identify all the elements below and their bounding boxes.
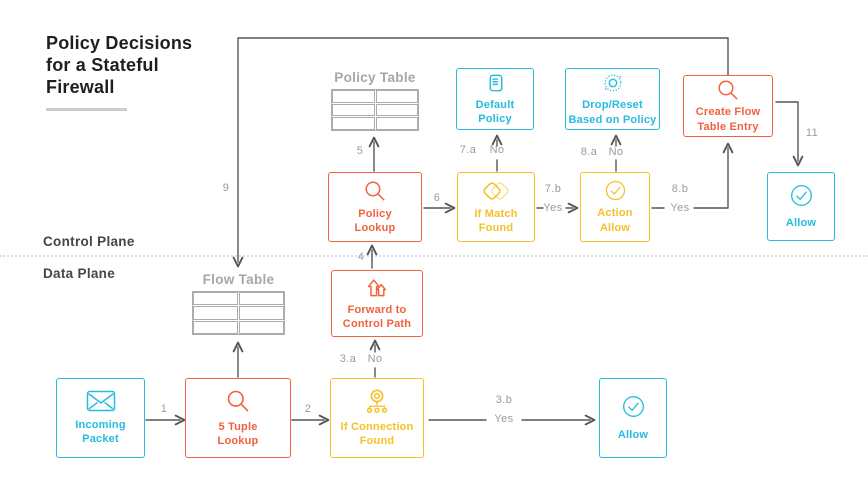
policy-table-graphic xyxy=(331,89,419,131)
policy-scroll-icon xyxy=(484,72,507,95)
edge-label-step-9: 9 xyxy=(222,182,230,194)
node-allow-data-plane: Allow xyxy=(599,378,667,458)
table-cell xyxy=(332,103,375,117)
node-drop-reset-label: Drop/Reset Based on Policy xyxy=(568,99,657,126)
edge-label-step-5: 5 xyxy=(356,145,364,157)
node-action-allow: Action Allow xyxy=(580,172,650,242)
node-action-allow-label: Action Allow xyxy=(597,207,633,234)
node-incoming-packet: Incoming Packet xyxy=(56,378,145,458)
node-forward-to-control-path-label: Forward to Control Path xyxy=(342,303,412,330)
table-cell xyxy=(239,306,284,320)
magnifier-icon xyxy=(716,78,740,102)
node-allow-control-plane-label: Allow xyxy=(785,216,817,229)
edge-label-step-8a: 8.a xyxy=(580,146,598,158)
node-if-match-found: If Match Found xyxy=(457,172,535,242)
flow-table-graphic xyxy=(192,291,285,335)
edge-label-step-8a-no: No xyxy=(608,146,624,158)
table-cell xyxy=(193,306,238,320)
magnifier-icon xyxy=(363,179,387,203)
edge-label-step-3a: 3.a xyxy=(339,353,357,365)
edge-label-step-6: 6 xyxy=(433,192,441,204)
edge-label-step-7b-yes: Yes xyxy=(543,202,563,214)
title-underline xyxy=(46,108,127,111)
magnifier-icon xyxy=(225,388,251,414)
check-circle-icon xyxy=(604,179,627,202)
node-default-policy-label: Default Policy xyxy=(475,98,515,125)
edge-9-arrow xyxy=(232,37,729,268)
check-circle-icon xyxy=(789,183,814,208)
policy-table-label: Policy Table xyxy=(334,70,416,85)
node-if-match-found-label: If Match Found xyxy=(474,207,518,234)
page-title: Policy Decisions for a Stateful Firewall xyxy=(46,33,193,97)
edge-label-step-1: 1 xyxy=(160,403,168,415)
envelope-icon xyxy=(86,390,116,412)
table-cell xyxy=(375,90,418,103)
flow-table-label: Flow Table xyxy=(202,272,275,287)
plane-divider xyxy=(0,255,868,257)
data-plane-label: Data Plane xyxy=(43,266,116,281)
table-cell xyxy=(375,103,418,117)
node-five-tuple-lookup-label: 5 Tuple Lookup xyxy=(217,420,259,447)
table-cell xyxy=(332,90,375,103)
edge-label-step-7b: 7.b xyxy=(544,183,562,195)
edge-label-step-7a-no: No xyxy=(489,144,505,156)
table-cell xyxy=(332,117,375,130)
node-allow-control-plane: Allow xyxy=(767,172,835,241)
edge-label-step-3a-no: No xyxy=(367,353,383,365)
reset-circle-icon xyxy=(601,71,625,95)
table-cell xyxy=(375,117,418,130)
policy-table: Policy Table xyxy=(331,70,419,131)
edge-label-step-3b: 3.b xyxy=(495,394,513,406)
table-cell xyxy=(193,320,238,334)
node-incoming-packet-label: Incoming Packet xyxy=(75,418,126,445)
node-if-connection-found: If Connection Found xyxy=(330,378,424,458)
node-default-policy: Default Policy xyxy=(456,68,534,130)
control-plane-label: Control Plane xyxy=(43,234,135,249)
node-drop-reset: Drop/Reset Based on Policy xyxy=(565,68,660,130)
table-cell xyxy=(239,292,284,306)
node-allow-data-plane-label: Allow xyxy=(617,428,649,441)
node-create-flow-table-entry: Create Flow Table Entry xyxy=(683,75,773,137)
table-cell xyxy=(239,320,284,334)
overlap-diamonds-icon xyxy=(480,179,512,203)
title-block: Policy Decisions for a Stateful Firewall xyxy=(46,32,216,111)
node-forward-to-control-path: Forward to Control Path xyxy=(331,270,423,337)
up-arrows-icon xyxy=(366,276,389,299)
table-cell xyxy=(193,292,238,306)
node-policy-lookup: Policy Lookup xyxy=(328,172,422,242)
edge-label-step-8b-yes: Yes xyxy=(670,202,690,214)
edge-label-step-3b-yes: Yes xyxy=(494,413,514,425)
edge-11-arrow xyxy=(775,101,804,167)
node-policy-lookup-label: Policy Lookup xyxy=(354,207,396,234)
node-five-tuple-lookup: 5 Tuple Lookup xyxy=(185,378,291,458)
edge-label-step-7a: 7.a xyxy=(459,144,477,156)
edge-label-step-2: 2 xyxy=(304,403,312,415)
edge-label-step-11: 11 xyxy=(805,127,819,139)
edge-label-step-4: 4 xyxy=(357,251,365,263)
edge-8b-arrow xyxy=(693,142,734,209)
node-create-flow-table-entry-label: Create Flow Table Entry xyxy=(695,106,761,133)
check-circle-icon xyxy=(621,394,646,419)
flow-table: Flow Table xyxy=(192,272,285,335)
gear-nodes-icon xyxy=(362,388,392,414)
node-if-connection-found-label: If Connection Found xyxy=(340,420,414,447)
edge-label-step-8b: 8.b xyxy=(671,183,689,195)
